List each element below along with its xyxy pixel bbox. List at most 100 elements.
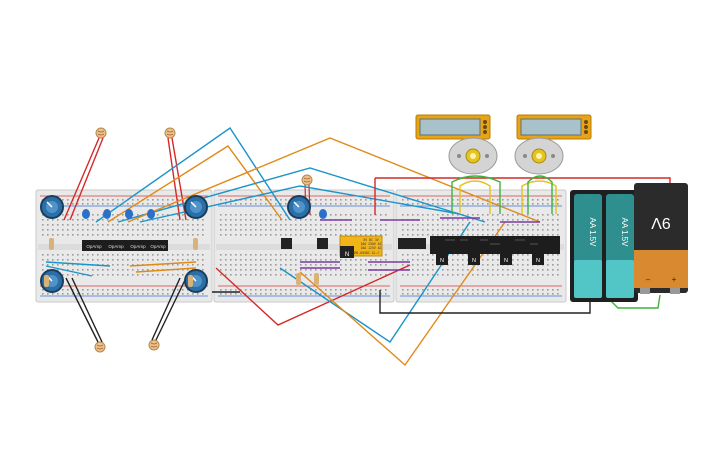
photoresistor-bottom-1[interactable] (94, 341, 106, 353)
breadboard-hole (330, 259, 332, 261)
breadboard-hole (152, 229, 154, 231)
breadboard-hole (320, 229, 322, 231)
breadboard-hole (487, 274, 489, 276)
breadboard-hole (432, 254, 434, 256)
breadboard-hole (507, 274, 509, 276)
photoresistor-bottom-2[interactable] (148, 339, 160, 351)
breadboard-hole (532, 199, 534, 201)
breadboard-hole (230, 224, 232, 226)
breadboard-hole (245, 224, 247, 226)
breadboard-hole (77, 259, 79, 261)
breadboard-hole (225, 224, 227, 226)
breadboard-hole (112, 254, 114, 256)
breadboard-hole (542, 289, 544, 291)
breadboard-hole (385, 293, 387, 295)
op-amp-chip-3[interactable]: OpAmp (126, 240, 150, 251)
breadboard-hole (492, 289, 494, 291)
mosfet-row[interactable]: N N N N (430, 236, 560, 265)
dc-motor-2[interactable] (514, 137, 564, 175)
breadboard-hole (447, 219, 449, 221)
breadboard-hole (467, 214, 469, 216)
breadboard-hole (557, 229, 559, 231)
breadboard-middle[interactable] (213, 189, 395, 303)
breadboard-hole (340, 293, 342, 295)
breadboard-hole (112, 259, 114, 261)
breadboard-hole (552, 289, 554, 291)
breadboard-hole (457, 219, 459, 221)
photoresistor-top-2[interactable] (164, 127, 176, 139)
breadboard-hole (127, 229, 129, 231)
photoresistor-top-1[interactable] (95, 127, 107, 139)
breadboard-hole (97, 219, 99, 221)
breadboard-hole (330, 214, 332, 216)
breadboard-hole (220, 224, 222, 226)
photoresistor-middle[interactable] (301, 174, 313, 186)
breadboard-hole (240, 203, 242, 205)
breadboard-hole (512, 259, 514, 261)
relay[interactable]: N 5V DC 3V 10A 250V AC 10A 125V AC SRD-0… (339, 235, 383, 258)
battery-9v[interactable]: 9V – + (634, 183, 688, 294)
breadboard-hole (360, 259, 362, 261)
breadboard-hole (172, 259, 174, 261)
breadboard-hole (167, 234, 169, 236)
breadboard-hole (57, 234, 59, 236)
breadboard-hole (225, 259, 227, 261)
breadboard-hole (107, 219, 109, 221)
breadboard-hole (167, 274, 169, 276)
breadboard-hole (202, 293, 204, 295)
breadboard-hole (557, 264, 559, 266)
breadboard-hole (147, 254, 149, 256)
breadboard-hole (365, 219, 367, 221)
breadboard-hole (117, 274, 119, 276)
breadboard-hole (527, 254, 529, 256)
breadboard-hole (295, 264, 297, 266)
potentiometer-5[interactable] (287, 195, 311, 219)
breadboard-hole (87, 219, 89, 221)
breadboard-hole (245, 269, 247, 271)
breadboard-hole (305, 259, 307, 261)
breadboard-hole (457, 274, 459, 276)
capacitors[interactable] (82, 209, 327, 219)
breadboard-hole (437, 224, 439, 226)
lcd-display-2[interactable] (516, 114, 592, 140)
breadboard-hole (315, 254, 317, 256)
breadboard-hole (285, 259, 287, 261)
breadboard-hole (330, 293, 332, 295)
dc-motor-1[interactable] (448, 137, 498, 175)
breadboard-hole (315, 199, 317, 201)
breadboard-hole (187, 289, 189, 291)
breadboard-hole (527, 224, 529, 226)
breadboard-hole (92, 203, 94, 205)
breadboard-hole (552, 199, 554, 201)
breadboard-hole (552, 264, 554, 266)
op-amp-chip-4[interactable]: OpAmp (148, 240, 168, 251)
potentiometer-2[interactable] (184, 195, 208, 219)
breadboard-hole (230, 289, 232, 291)
jumper-wires[interactable] (45, 127, 671, 367)
breadboard-hole (197, 234, 199, 236)
op-amp-chip-2[interactable]: OpAmp (104, 240, 128, 251)
breadboard-hole (370, 224, 372, 226)
breadboard-hole (167, 224, 169, 226)
breadboard-hole (220, 214, 222, 216)
breadboard-hole (492, 219, 494, 221)
breadboard-hole (230, 274, 232, 276)
breadboard-hole (427, 219, 429, 221)
battery-holder-aa[interactable]: AA 1.5V AA 1.5V (570, 190, 638, 302)
potentiometer-1[interactable] (40, 195, 64, 219)
breadboard-hole (512, 219, 514, 221)
breadboard-hole (255, 214, 257, 216)
breadboard-hole (72, 293, 74, 295)
breadboard-hole (260, 254, 262, 256)
breadboard-hole (295, 234, 297, 236)
breadboard-hole (275, 269, 277, 271)
op-amp-chip-1[interactable]: OpAmp (82, 240, 106, 251)
breadboard-hole (157, 214, 159, 216)
breadboard-hole (72, 224, 74, 226)
breadboard-hole (447, 274, 449, 276)
lcd-display-1[interactable] (415, 114, 491, 140)
breadboard-hole (132, 199, 134, 201)
transistors-middle[interactable] (281, 238, 426, 249)
breadboard-hole (225, 264, 227, 266)
breadboard-hole (132, 264, 134, 266)
